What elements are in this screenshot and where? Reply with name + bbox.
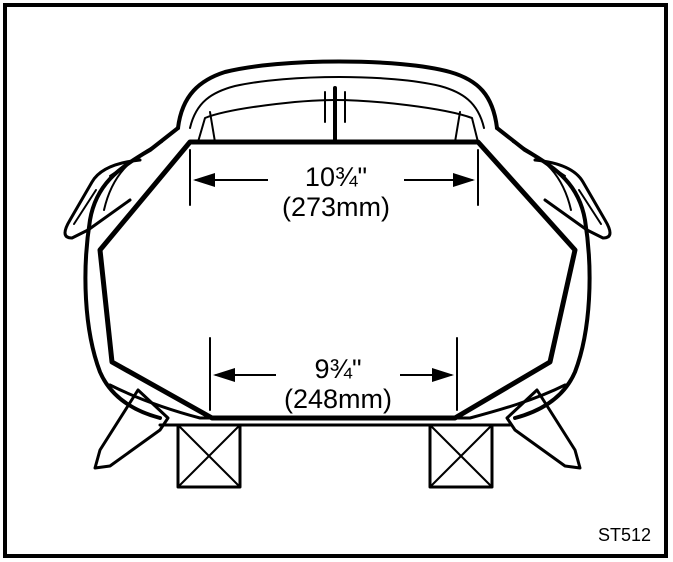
right-mirror	[533, 158, 612, 240]
upper-arrow-left	[193, 173, 215, 187]
figure-frame	[3, 3, 668, 558]
right-wheel-fin	[505, 388, 582, 470]
upper-dimension-label: 10¾" (273mm)	[268, 162, 404, 222]
lower-dimension-label: 9¾" (248mm)	[276, 354, 400, 414]
left-wheel-fin	[93, 388, 170, 470]
upper-arrow-right	[453, 173, 475, 187]
body-right-side	[495, 126, 592, 420]
rear-window	[197, 99, 479, 143]
opening-outline	[97, 139, 578, 421]
lower-dimension-metric: (248mm)	[283, 384, 392, 414]
upper-dimension-metric: (273mm)	[281, 192, 390, 222]
roof-outline	[176, 59, 499, 130]
lower-dimension-imperial: 9¾"	[314, 354, 362, 384]
lower-arrow-right	[432, 368, 454, 382]
roof-inner-line	[189, 76, 485, 129]
upper-dimension-imperial: 10¾"	[304, 162, 368, 192]
body-left-side	[83, 126, 180, 420]
lower-arrow-left	[213, 368, 235, 382]
rear-bumper	[108, 383, 567, 420]
figure-code: ST512	[597, 525, 651, 545]
left-mirror	[63, 158, 142, 240]
